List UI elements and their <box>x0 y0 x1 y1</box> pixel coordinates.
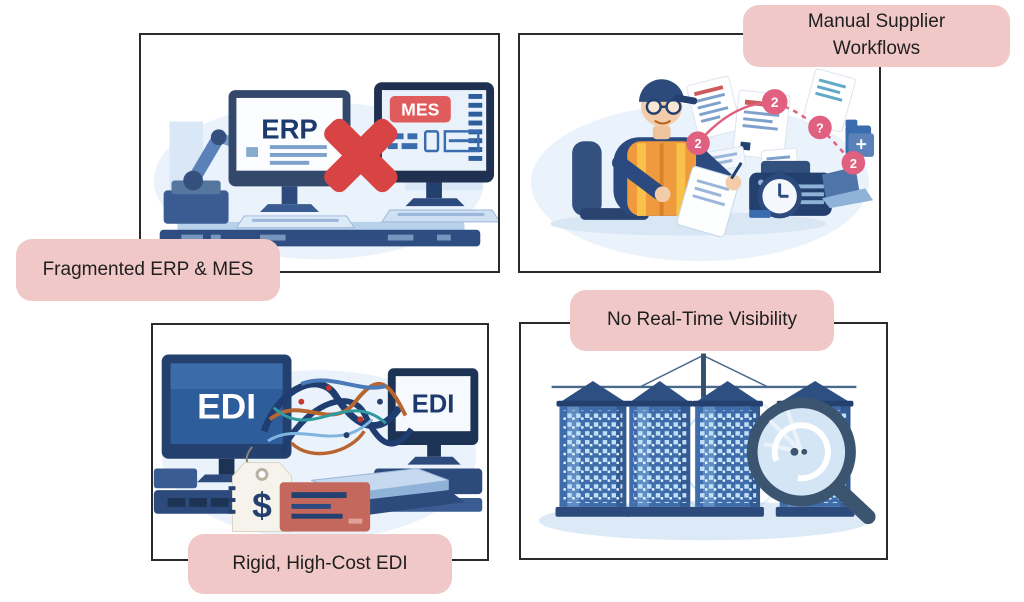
silo-2 <box>625 381 695 517</box>
folder-icon <box>845 119 875 157</box>
red-x-icon <box>324 118 398 193</box>
step-badge-4: 2 <box>850 156 857 171</box>
pen-icon <box>730 162 743 180</box>
label-visibility-text: No Real-Time Visibility <box>606 309 798 331</box>
panel-rigid-high-cost-edi: EDI EDI <box>151 323 489 561</box>
edi-screen-left-label: EDI <box>197 387 256 426</box>
mes-red-tag <box>389 95 451 123</box>
cost-receipt <box>279 482 371 532</box>
manual-workflow-illustration: 2 2 ? 2 <box>530 68 875 262</box>
dollar-icon: $ <box>252 487 272 526</box>
label-badge-fragmented: Fragmented ERP & MES <box>16 239 280 301</box>
step-badge-3: ? <box>816 120 824 135</box>
label-badge-manual-supplier: Manual Supplier Workflows <box>743 5 1010 67</box>
erp-mes-illustration: ERP MES <box>153 82 498 260</box>
panel-fragmented-erp-mes: ERP MES <box>139 33 500 273</box>
clipboard <box>676 166 740 238</box>
label-badge-no-visibility: No Real-Time Visibility <box>570 290 834 351</box>
silos-illustration <box>538 353 876 541</box>
panel-no-real-time-visibility <box>519 322 888 560</box>
edi-illustration: EDI EDI <box>153 354 483 540</box>
panel-manual-supplier-workflows: 2 2 ? 2 <box>518 33 881 273</box>
workflow-step-badges: 2 2 ? 2 <box>686 89 866 175</box>
price-tag: $ <box>228 446 292 532</box>
mes-monitor: MES <box>374 82 498 223</box>
mes-screen-label: MES <box>401 100 440 120</box>
step-badge-2: 2 <box>771 95 779 110</box>
magnifying-glass-icon <box>746 397 876 525</box>
step-badge-1: 2 <box>694 136 701 151</box>
edi-screen-right-label: EDI <box>412 391 455 419</box>
clock-icon <box>749 170 802 219</box>
silo-1 <box>555 381 631 517</box>
label-manual-text: Manual Supplier Workflows <box>807 11 946 59</box>
glasses-icon <box>645 98 662 115</box>
erp-screen-label: ERP <box>261 113 318 144</box>
label-fragmented-text: Fragmented ERP & MES <box>42 258 254 280</box>
worker-cap <box>639 79 685 102</box>
worker-figure <box>611 79 743 238</box>
erp-monitor: ERP <box>228 90 356 229</box>
laptop-icon <box>821 166 874 209</box>
edi-monitor-left: EDI <box>161 354 292 483</box>
label-edi-text: Rigid, High-Cost EDI <box>232 552 408 574</box>
tangled-wires <box>260 378 414 456</box>
label-badge-rigid-edi: Rigid, High-Cost EDI <box>188 534 452 594</box>
